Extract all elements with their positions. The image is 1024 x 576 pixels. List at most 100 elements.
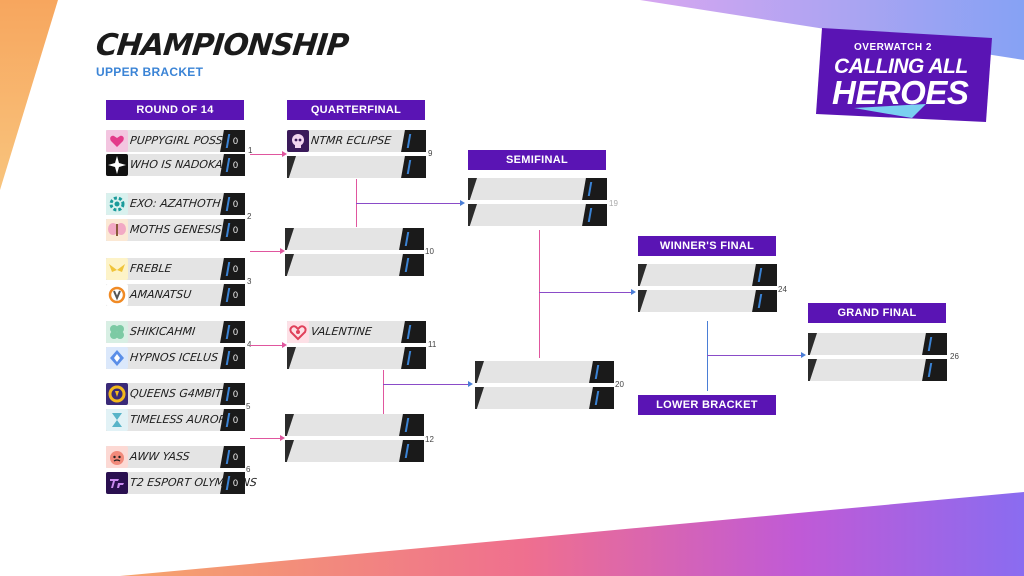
slot-edge	[468, 178, 477, 200]
team-row[interactable]: SHIKICAHMI 0	[106, 321, 245, 343]
empty-team-slot[interactable]	[638, 264, 777, 286]
team-row[interactable]: HYPNOS ICELUS 0	[106, 347, 245, 369]
score-box	[588, 204, 607, 226]
team-row[interactable]: FREBLE 0	[106, 258, 245, 280]
team-row[interactable]: VALENTINE	[287, 321, 426, 343]
team-row[interactable]: AMANATSU 0	[106, 284, 245, 306]
score-box: 0	[226, 409, 245, 431]
match-number: 24	[778, 285, 787, 294]
score-box: 0	[226, 154, 245, 176]
slot-edge	[468, 204, 477, 226]
empty-team-slot[interactable]	[287, 156, 426, 178]
connector-line	[707, 321, 708, 391]
match-number: 6	[246, 465, 251, 474]
score-box: 0	[226, 130, 245, 152]
empty-team-slot[interactable]	[638, 290, 777, 312]
logo-banner-shape	[816, 28, 992, 122]
team-plate	[106, 472, 228, 494]
slot-edge	[638, 264, 647, 286]
team-score: 0	[232, 136, 238, 146]
header-grand-final: GRAND FINAL	[808, 303, 946, 323]
slot-edge	[287, 347, 296, 369]
empty-team-slot[interactable]	[468, 178, 607, 200]
team-row[interactable]: WHO IS NADOKATO 0	[106, 154, 245, 176]
team-score: 0	[232, 415, 238, 425]
team-plate	[285, 414, 407, 436]
match-number: 5	[246, 402, 251, 411]
team-plate	[287, 321, 409, 343]
empty-team-slot[interactable]	[285, 440, 424, 462]
empty-team-slot[interactable]	[808, 333, 947, 355]
skull-icon	[287, 130, 309, 152]
score-box	[928, 359, 947, 381]
score-box: 0	[226, 383, 245, 405]
team-row[interactable]: TIMELESS AURORA 0	[106, 409, 245, 431]
empty-team-slot[interactable]	[285, 228, 424, 250]
team-row[interactable]: NTMR ECLIPSE	[287, 130, 426, 152]
team-plate	[285, 254, 407, 276]
team-score: 0	[232, 199, 238, 209]
team-name: SHIKICAHMI	[129, 325, 196, 338]
team-row[interactable]: AWW YASS 0	[106, 446, 245, 468]
team-name: HYPNOS ICELUS	[129, 351, 219, 364]
score-box	[405, 414, 424, 436]
connector-line	[539, 230, 540, 358]
match-number: 3	[247, 277, 252, 286]
connector-line	[383, 370, 384, 414]
team-name: MOTHS GENESIS	[129, 223, 223, 236]
header-semifinal: SEMIFINAL	[468, 150, 606, 170]
event-logo: OVERWATCH 2 CALLING ALL HEROES	[814, 24, 994, 124]
team-plate	[106, 219, 228, 241]
team-row[interactable]: MOTHS GENESIS 0	[106, 219, 245, 241]
bottom-wave-shape	[120, 492, 1024, 576]
team-name: EXO: AZATHOTH	[129, 197, 222, 210]
slot-edge	[475, 361, 484, 383]
match-number: 2	[247, 212, 252, 221]
match-number: 11	[428, 340, 437, 349]
connector-line	[250, 154, 282, 155]
slot-edge	[285, 254, 294, 276]
connector-arrow	[282, 342, 287, 348]
empty-team-slot[interactable]	[285, 414, 424, 436]
queen-icon	[106, 383, 128, 405]
team-name: TIMELESS AURORA	[129, 413, 235, 426]
team-plate	[638, 264, 760, 286]
connector-line	[250, 345, 282, 346]
connector-line	[250, 251, 280, 252]
team-name: AWW YASS	[129, 450, 191, 463]
score-box	[595, 387, 614, 409]
header-quarterfinal: QUARTERFINAL	[287, 100, 425, 120]
empty-team-slot[interactable]	[475, 361, 614, 383]
team-plate	[106, 154, 228, 176]
team-plate	[285, 440, 407, 462]
moth-icon	[106, 219, 128, 241]
team-score: 0	[232, 478, 238, 488]
connector-line	[356, 203, 460, 204]
slot-edge	[285, 414, 294, 436]
empty-team-slot[interactable]	[287, 347, 426, 369]
team-row[interactable]: PUPPYGIRL POSSE 0	[106, 130, 245, 152]
header-lower-bracket: LOWER BRACKET	[638, 395, 776, 415]
team-row[interactable]: EXO: AZATHOTH 0	[106, 193, 245, 215]
logo-line-1: CALLING ALL	[834, 55, 968, 78]
connector-arrow	[280, 248, 285, 254]
team-name: NTMR ECLIPSE	[310, 134, 392, 147]
page-subtitle: UPPER BRACKET	[96, 65, 204, 79]
empty-team-slot[interactable]	[808, 359, 947, 381]
left-corner-shape	[0, 0, 58, 190]
team-row[interactable]: QUEENS G4MBIT 0	[106, 383, 245, 405]
slot-edge	[287, 156, 296, 178]
slot-edge	[285, 228, 294, 250]
hourglass-icon	[106, 409, 128, 431]
team-score: 0	[232, 225, 238, 235]
empty-team-slot[interactable]	[285, 254, 424, 276]
empty-team-slot[interactable]	[475, 387, 614, 409]
star-icon	[106, 154, 128, 176]
team-plate	[106, 409, 228, 431]
empty-team-slot[interactable]	[468, 204, 607, 226]
score-box: 0	[226, 347, 245, 369]
team-row[interactable]: T2 ESPORT OLYMPIANS 0	[106, 472, 258, 494]
team-plate	[808, 359, 930, 381]
team-score: 0	[232, 353, 238, 363]
team-score: 0	[232, 264, 238, 274]
